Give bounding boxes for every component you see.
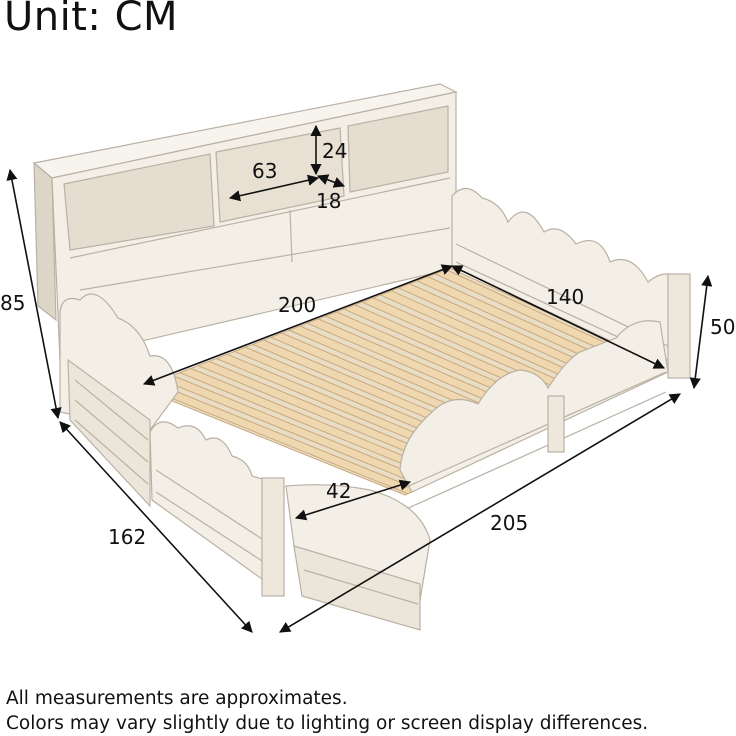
dim-label-24: 24 [322, 139, 347, 163]
dim-line-205 [279, 393, 681, 633]
disclaimer-notes: All measurements are approximates. Color… [6, 686, 648, 736]
front-left-rail [149, 421, 285, 597]
dim-label-200: 200 [278, 293, 316, 317]
dim-label-162: 162 [108, 525, 146, 549]
dim-label-63: 63 [252, 159, 277, 183]
dim-line-162 [59, 421, 253, 633]
dim-label-50: 50 [710, 315, 735, 339]
note-colors: Colors may vary slightly due to lighting… [6, 713, 649, 734]
dim-label-18: 18 [316, 189, 341, 213]
dim-line-85 [6, 168, 62, 420]
dim-label-205: 205 [490, 511, 528, 535]
dim-label-42: 42 [326, 479, 351, 503]
dim-line-140 [450, 265, 666, 369]
gate-panel [285, 484, 431, 631]
dim-line-42 [294, 479, 412, 521]
dim-line-18 [316, 174, 346, 188]
unit-label: Unit: CM [4, 0, 179, 40]
note-measurements: All measurements are approximates. [6, 688, 348, 709]
dim-line-200 [142, 264, 454, 386]
dim-label-140: 140 [546, 285, 584, 309]
dim-label-85: 85 [0, 291, 25, 315]
dim-line-63 [228, 174, 320, 202]
dim-line-50 [689, 274, 713, 390]
dimension-lines [6, 124, 713, 633]
